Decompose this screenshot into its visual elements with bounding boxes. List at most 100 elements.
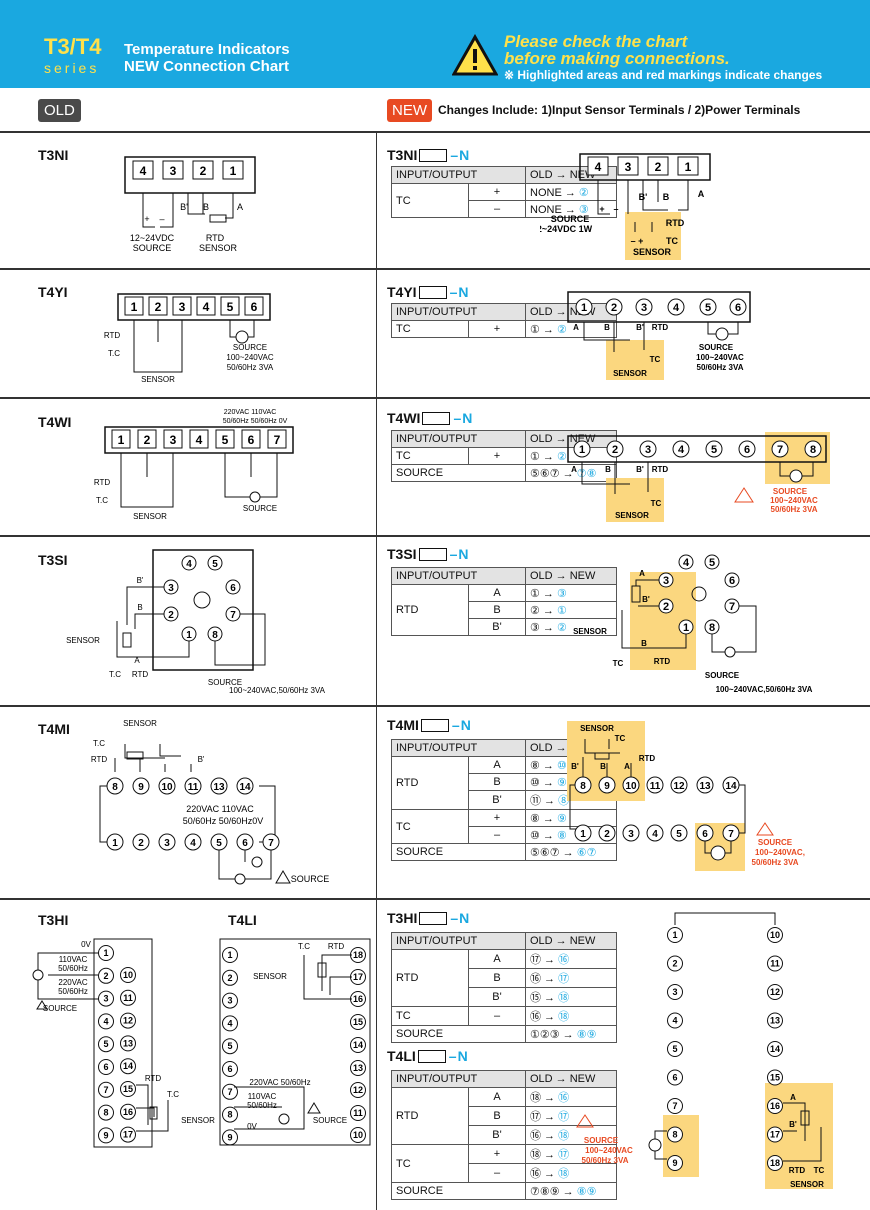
series-word: series <box>44 60 100 76</box>
svg-text:6: 6 <box>248 433 255 447</box>
svg-text:2: 2 <box>611 302 617 314</box>
svg-text:14: 14 <box>725 781 737 792</box>
model-dash: – <box>450 910 459 926</box>
model-suffix: N <box>462 410 473 426</box>
svg-text:A: A <box>639 569 645 578</box>
model-code-box <box>418 285 447 299</box>
svg-text:3: 3 <box>164 838 170 849</box>
svg-text:–: – <box>159 214 164 224</box>
svg-text:SOURCE: SOURCE <box>551 214 590 224</box>
model-dash: – <box>451 717 460 733</box>
svg-text:SENSOR: SENSOR <box>615 511 649 520</box>
terminal <box>767 984 783 1000</box>
svg-text:SENSOR: SENSOR <box>633 247 672 257</box>
svg-text:6: 6 <box>251 300 258 314</box>
svg-text:2: 2 <box>155 300 162 314</box>
terminal <box>222 1106 238 1123</box>
svg-text:7: 7 <box>777 444 783 456</box>
terminal-number: 6 <box>103 1062 108 1072</box>
terminal <box>222 1015 238 1032</box>
svg-text:T.C: T.C <box>96 496 108 505</box>
model-dash: – <box>448 1048 457 1064</box>
terminal-number: 7 <box>227 1087 232 1097</box>
svg-text:5: 5 <box>709 557 715 569</box>
svg-text:50/60Hz 3VA: 50/60Hz 3VA <box>697 363 744 372</box>
svg-text:B': B' <box>789 1120 797 1129</box>
terminal-number: 2 <box>103 971 108 981</box>
svg-text:4: 4 <box>595 160 602 174</box>
terminal-number: 4 <box>227 1018 232 1028</box>
svg-text:3: 3 <box>179 300 186 314</box>
terminal-number: 1 <box>227 950 232 960</box>
new-tag: NEW <box>387 99 432 122</box>
terminal-number: 1 <box>672 930 677 940</box>
terminal <box>667 927 683 943</box>
terminal-number: 15 <box>353 1017 363 1027</box>
terminal-number: 9 <box>227 1132 232 1142</box>
svg-text:SOURCE: SOURCE <box>208 678 242 687</box>
svg-text:6: 6 <box>735 302 741 314</box>
terminal <box>120 1103 136 1120</box>
svg-text:4: 4 <box>140 164 147 178</box>
old-tag: OLD <box>38 99 81 122</box>
svg-text:3: 3 <box>168 583 174 594</box>
model-code-box <box>420 718 449 732</box>
terminal-number: 13 <box>770 1016 780 1026</box>
svg-text:RTD: RTD <box>789 1166 806 1175</box>
page-title-line2: NEW Connection Chart <box>124 58 289 75</box>
terminal-number: 17 <box>353 972 363 982</box>
terminal-number: 9 <box>103 1130 108 1140</box>
svg-text:T.C: T.C <box>108 349 120 358</box>
terminal-number: 15 <box>123 1084 133 1094</box>
svg-text:9: 9 <box>604 781 610 792</box>
svg-text:RTD: RTD <box>328 942 345 951</box>
terminal <box>98 1104 114 1121</box>
t3ni-new-diagram: 4 3 2 1 +– B'BA RTD SOURCE 12~24VDC 1W –… <box>540 153 711 260</box>
svg-text:1: 1 <box>131 300 138 314</box>
terminal-number: 5 <box>672 1044 677 1054</box>
svg-text:SOURCE: SOURCE <box>584 1136 619 1145</box>
notice-line2: before making connections. <box>504 49 730 68</box>
svg-text:100~240VAC: 100~240VAC <box>226 353 273 362</box>
new-model-name: T3NI <box>387 147 418 163</box>
svg-text:50/60Hz 50/60Hz 0V: 50/60Hz 50/60Hz 0V <box>223 418 288 425</box>
terminal-number: 2 <box>227 973 232 983</box>
terminal-number: 3 <box>103 994 108 1004</box>
svg-text:1: 1 <box>230 164 237 178</box>
terminal-number: 9 <box>672 1158 677 1168</box>
svg-text:SOURCE: SOURCE <box>291 874 330 884</box>
terminal <box>222 1083 238 1100</box>
terminal <box>98 1127 114 1144</box>
svg-text:100~240VAC,: 100~240VAC, <box>755 848 805 857</box>
svg-text:RTD: RTD <box>132 670 149 679</box>
svg-text:4: 4 <box>678 444 685 456</box>
svg-text:B': B' <box>180 202 188 212</box>
terminal <box>222 1061 238 1077</box>
model-code-box <box>419 148 448 162</box>
svg-text:SOURCE: SOURCE <box>133 243 172 253</box>
svg-text:SENSOR: SENSOR <box>253 972 287 981</box>
svg-text:T.C: T.C <box>109 670 121 679</box>
svg-text:B: B <box>605 465 611 474</box>
model-suffix: N <box>458 284 469 300</box>
svg-text:2: 2 <box>612 444 618 456</box>
svg-text:B: B <box>604 323 610 332</box>
svg-text:8: 8 <box>709 622 715 634</box>
svg-text:2: 2 <box>200 164 207 178</box>
terminal-number: 8 <box>103 1108 108 1118</box>
svg-text:220VAC 110VAC: 220VAC 110VAC <box>224 409 277 416</box>
terminal <box>350 1127 366 1143</box>
terminal-number: 10 <box>770 930 780 940</box>
svg-text:5: 5 <box>676 829 682 840</box>
svg-text:6: 6 <box>729 575 735 587</box>
terminal-number: 4 <box>103 1016 108 1026</box>
divider <box>0 898 870 900</box>
